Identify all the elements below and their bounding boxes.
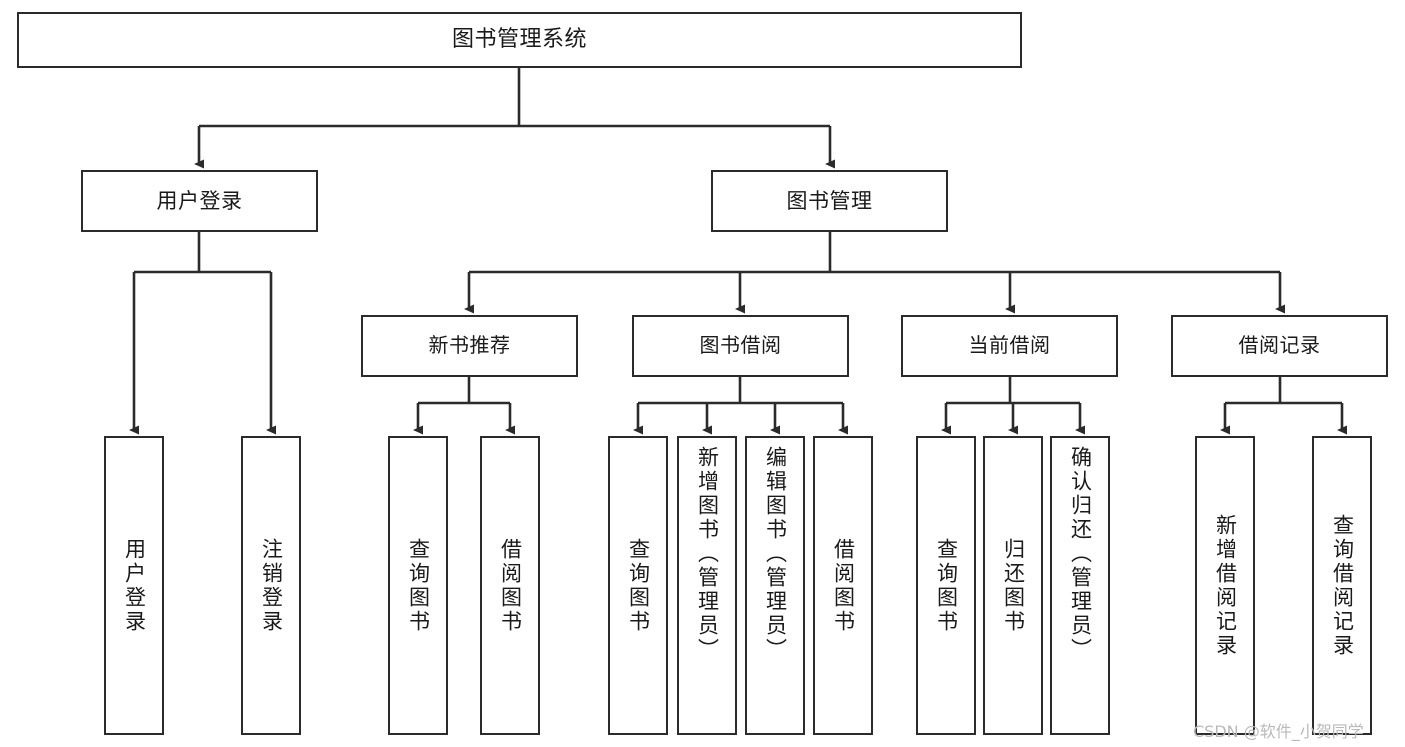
node-label: 注销登录 (259, 537, 284, 634)
node-label: 查询借阅记录 (1330, 513, 1355, 658)
node-leaf-edit-book[interactable]: 编辑图书（管理员） (745, 436, 805, 735)
node-current-borrow[interactable]: 当前借阅 (901, 315, 1118, 377)
node-leaf-borrow-book-1[interactable]: 借阅图书 (480, 436, 540, 735)
node-label: 查询图书 (406, 537, 431, 634)
node-leaf-confirm-return[interactable]: 确认归还（管理员） (1050, 436, 1110, 735)
node-leaf-query-book-2[interactable]: 查询图书 (608, 436, 668, 735)
node-label: 编辑图书（管理员） (763, 446, 788, 662)
node-label: 借阅记录 (1238, 333, 1321, 358)
node-label: 借阅图书 (831, 537, 856, 634)
node-book-borrow[interactable]: 图书借阅 (632, 315, 849, 377)
node-label: 归还图书 (1001, 537, 1026, 634)
node-label: 新增借阅记录 (1213, 513, 1238, 658)
node-book-management[interactable]: 图书管理 (711, 170, 948, 232)
node-new-book-recommend[interactable]: 新书推荐 (361, 315, 578, 377)
node-label: 图书借阅 (699, 333, 782, 358)
node-leaf-return-book[interactable]: 归还图书 (983, 436, 1043, 735)
node-user-login[interactable]: 用户登录 (81, 170, 318, 232)
node-label: 图书管理系统 (451, 27, 587, 53)
node-label: 新增图书（管理员） (695, 446, 720, 662)
node-root-system[interactable]: 图书管理系统 (17, 12, 1022, 68)
node-label: 查询图书 (934, 537, 959, 634)
node-leaf-borrow-book-2[interactable]: 借阅图书 (813, 436, 873, 735)
node-leaf-query-record[interactable]: 查询借阅记录 (1312, 436, 1372, 735)
node-leaf-query-book-1[interactable]: 查询图书 (388, 436, 448, 735)
node-leaf-user-login[interactable]: 用户登录 (104, 436, 164, 735)
node-label: 确认归还（管理员） (1068, 446, 1093, 662)
node-label: 新书推荐 (428, 333, 511, 358)
node-leaf-query-book-3[interactable]: 查询图书 (916, 436, 976, 735)
node-leaf-add-book[interactable]: 新增图书（管理员） (677, 436, 737, 735)
node-label: 查询图书 (626, 537, 651, 634)
node-leaf-logout-login[interactable]: 注销登录 (241, 436, 301, 735)
node-label: 借阅图书 (498, 537, 523, 634)
node-label: 当前借阅 (968, 333, 1051, 358)
node-leaf-add-record[interactable]: 新增借阅记录 (1195, 436, 1255, 735)
node-label: 图书管理 (786, 188, 873, 213)
watermark-text: CSDN @软件_小贺同学 (1193, 722, 1364, 741)
node-label: 用户登录 (156, 188, 243, 213)
node-label: 用户登录 (122, 537, 147, 634)
node-borrow-record[interactable]: 借阅记录 (1171, 315, 1388, 377)
